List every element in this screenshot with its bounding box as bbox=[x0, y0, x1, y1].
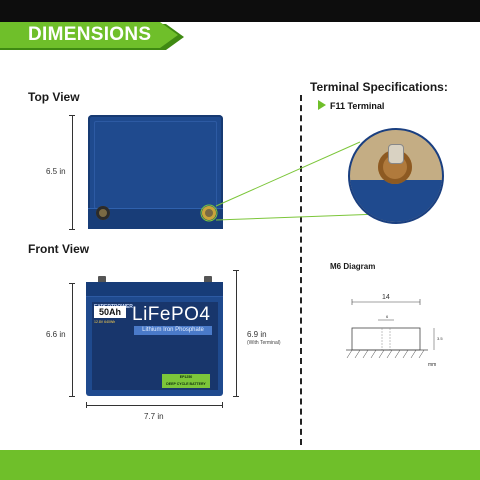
terminal-bolt-icon bbox=[388, 144, 404, 164]
positive-terminal-icon bbox=[202, 206, 216, 220]
chemistry-title: LiFePO4 bbox=[132, 304, 211, 325]
tick bbox=[233, 270, 239, 271]
terminal-spec-heading: Terminal Specifications: bbox=[310, 80, 448, 94]
front-height-right-note: (With Terminal) bbox=[247, 340, 281, 346]
tick bbox=[233, 396, 239, 397]
m6-unit-label: mm bbox=[428, 362, 437, 368]
positive-post-icon bbox=[204, 276, 212, 284]
tick bbox=[222, 402, 223, 408]
top-view-heading: Top View bbox=[28, 90, 80, 104]
front-view-heading: Front View bbox=[28, 242, 90, 256]
zoom-battery-edge bbox=[350, 180, 442, 222]
terminal-type: F11 Terminal bbox=[330, 101, 385, 111]
tick bbox=[69, 283, 75, 284]
tick bbox=[86, 402, 87, 408]
front-height-line bbox=[72, 283, 73, 396]
deep-cycle-label: DEEP CYCLE BATTERY bbox=[166, 382, 206, 386]
front-height-terminal-line bbox=[236, 270, 237, 396]
model-number: EP1250 bbox=[179, 375, 193, 379]
tick bbox=[69, 229, 75, 230]
battery-lid bbox=[86, 282, 223, 297]
battery-front-view: EXPERTPOWER 50Ah 12.8V 640Wh LiFePO4 Lit… bbox=[86, 276, 223, 396]
section-divider bbox=[300, 95, 302, 445]
capacity-badge: 50Ah bbox=[94, 306, 126, 318]
tick bbox=[69, 396, 75, 397]
top-view-height-label: 6.5 in bbox=[46, 167, 66, 176]
model-badge: EP1250 DEEP CYCLE BATTERY bbox=[162, 374, 210, 388]
m6-diagram bbox=[346, 299, 435, 359]
m6-heading: M6 Diagram bbox=[330, 262, 376, 271]
tick bbox=[69, 115, 75, 116]
front-height-right-label: 6.9 in bbox=[247, 330, 267, 339]
negative-post-icon bbox=[98, 276, 106, 284]
front-width-line bbox=[86, 405, 223, 406]
bottom-green-bar bbox=[0, 450, 480, 480]
front-width-label: 7.7 in bbox=[144, 412, 164, 421]
m6-depth-label: 3.5 bbox=[437, 336, 443, 341]
top-view-height-line bbox=[72, 115, 73, 229]
m6-width-label: 14 bbox=[382, 294, 390, 301]
negative-terminal-icon bbox=[96, 206, 110, 220]
top-black-bar bbox=[0, 0, 480, 22]
title-banner bbox=[0, 22, 178, 48]
page-title: DIMENSIONS bbox=[28, 24, 152, 45]
play-arrow-icon bbox=[318, 100, 326, 110]
voltage-energy: 12.8V 640Wh bbox=[94, 320, 116, 324]
chemistry-subtitle: Lithium Iron Phosphate bbox=[134, 326, 212, 335]
front-height-left-label: 6.6 in bbox=[46, 330, 66, 339]
m6-hole-label: 6 bbox=[386, 314, 389, 319]
battery-top-view bbox=[88, 115, 223, 229]
terminal-zoom-image bbox=[348, 128, 444, 224]
fine-print-block bbox=[94, 328, 126, 368]
battery-top-rim bbox=[88, 208, 223, 229]
